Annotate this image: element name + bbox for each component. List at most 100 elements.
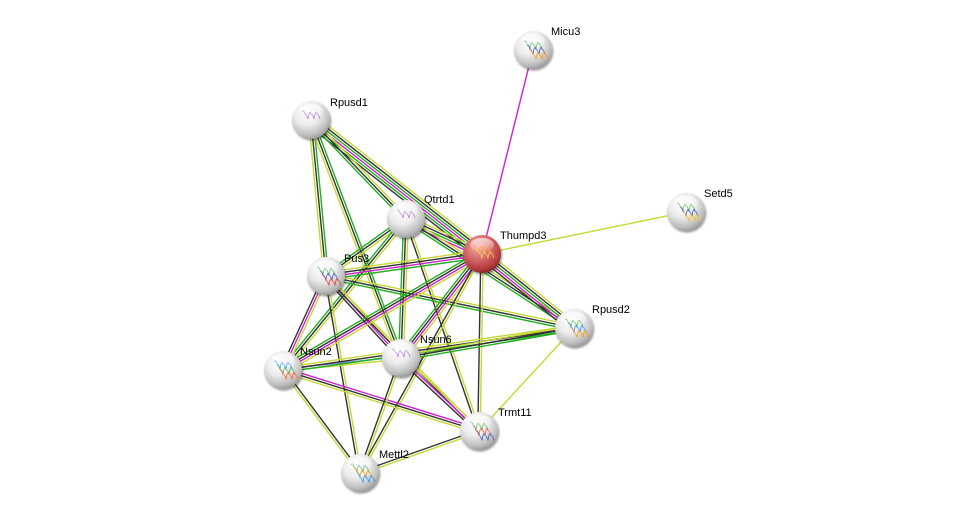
edge-evidence-database <box>312 118 404 358</box>
node-qtrtd1[interactable]: Qtrtd1 <box>387 194 455 238</box>
edge-evidence-textmining <box>406 216 576 327</box>
edge-evidence-coexpression <box>310 119 407 220</box>
edge-evidence-database <box>308 121 405 222</box>
edge-evidence-experiments <box>401 254 484 360</box>
edge-evidence-textmining <box>484 249 578 325</box>
edge-evidence-coexpression <box>282 327 575 371</box>
edge-qtrtd1-rpusd2[interactable] <box>404 216 576 331</box>
edge-thumpd3-nsun2[interactable] <box>280 250 485 374</box>
edge-evidence-textmining <box>312 117 409 218</box>
edge-thumpd3-mettl2[interactable] <box>358 253 484 474</box>
edge-evidence-coexpression <box>282 252 482 370</box>
edge-evidence-coexpression <box>282 369 480 432</box>
node-nsun2[interactable]: Nsun2 <box>264 346 332 389</box>
edge-evidence-coexpression <box>399 252 482 358</box>
edge-qtrtd1-nsun6[interactable] <box>397 218 410 359</box>
node-gloss <box>521 34 545 48</box>
edge-evidence-coexpression <box>312 116 485 252</box>
node-label: Micu3 <box>551 26 580 38</box>
edge-evidence-coexpression <box>358 357 401 473</box>
edge-rpusd2-trmt11[interactable] <box>478 327 575 432</box>
edge-evidence-database <box>280 250 481 368</box>
node-label: Nsun6 <box>420 334 452 346</box>
node-trmt11[interactable]: Trmt11 <box>460 407 532 450</box>
edge-evidence-textmining <box>284 220 409 372</box>
node-micu3[interactable]: Micu3 <box>514 26 580 69</box>
edge-pus3-thumpd3[interactable] <box>325 249 483 281</box>
edge-rpusd1-pus3[interactable] <box>307 119 330 277</box>
edge-evidence-database <box>397 251 480 357</box>
edge-evidence-textmining <box>478 327 575 432</box>
edge-evidence-experiments <box>480 255 573 331</box>
node-gloss <box>271 354 295 368</box>
node-gloss <box>674 196 698 210</box>
edge-evidence-textmining <box>282 371 479 434</box>
node-pus3[interactable]: Pus3 <box>307 253 369 295</box>
edge-evidence-textmining <box>403 255 486 361</box>
node-gloss <box>299 104 323 118</box>
edge-evidence-textmining <box>402 219 410 359</box>
edge-evidence-database <box>312 119 330 276</box>
node-label: Pus3 <box>344 253 369 265</box>
edge-evidence-experiments <box>309 120 482 256</box>
edge-qtrtd1-nsun2[interactable] <box>280 217 409 372</box>
edge-evidence-textmining <box>284 256 485 374</box>
edge-rpusd1-thumpd3[interactable] <box>306 114 487 260</box>
node-label: Setd5 <box>704 188 733 200</box>
edge-setd5-thumpd3[interactable] <box>481 211 687 255</box>
node-rpusd1[interactable]: Rpusd1 <box>292 97 368 139</box>
edge-evidence-coexpression <box>325 252 482 276</box>
edge-evidence-experiments <box>326 254 483 278</box>
node-thumpd3[interactable]: Thumpd3 <box>463 230 546 273</box>
node-label: Qtrtd1 <box>424 194 455 206</box>
edge-evidence-coexpression <box>324 276 360 474</box>
edge-evidence-textmining <box>360 358 403 474</box>
edge-evidence-textmining <box>307 120 325 277</box>
edge-evidence-experiments <box>283 254 483 372</box>
node-label: Mettl2 <box>379 449 409 461</box>
node-gloss <box>348 457 372 471</box>
edge-evidence-database <box>280 217 405 369</box>
edge-evidence-coexpression <box>306 124 479 260</box>
edge-pus3-mettl2[interactable] <box>324 275 362 474</box>
node-nsun6[interactable]: Nsun6 <box>382 334 452 377</box>
node-mettl2[interactable]: Mettl2 <box>341 449 409 492</box>
edge-evidence-database <box>397 218 405 358</box>
edge-thumpd3-rpusd2[interactable] <box>478 249 578 333</box>
edge-trmt11-mettl2[interactable] <box>359 429 480 475</box>
node-gloss <box>467 415 491 429</box>
edge-evidence-database <box>311 118 484 254</box>
edge-evidence-database <box>401 329 575 362</box>
edge-nsun6-rpusd2[interactable] <box>400 324 575 362</box>
edge-evidence-textmining <box>325 249 482 274</box>
edge-nsun2-mettl2[interactable] <box>281 368 362 475</box>
edge-evidence-database <box>326 256 483 281</box>
edge-evidence-coexpression <box>405 218 575 329</box>
edge-nsun2-trmt11[interactable] <box>282 367 480 434</box>
node-label: Nsun2 <box>300 346 332 358</box>
edge-thumpd3-nsun6[interactable] <box>397 251 486 361</box>
edge-evidence-textmining <box>400 324 574 357</box>
edge-evidence-coexpression <box>282 218 407 371</box>
edge-evidence-coexpression <box>400 218 407 359</box>
node-gloss <box>562 312 586 326</box>
edge-rpusd1-nsun6[interactable] <box>308 118 404 360</box>
edge-evidence-database <box>481 253 575 329</box>
edge-evidence-textmining <box>326 275 362 473</box>
edge-rpusd1-qtrtd1[interactable] <box>308 117 409 222</box>
edge-evidence-textmining <box>314 114 487 250</box>
node-setd5[interactable]: Setd5 <box>667 188 733 231</box>
node-rpusd2[interactable]: Rpusd2 <box>555 304 630 347</box>
edge-micu3-thumpd3[interactable] <box>481 49 534 255</box>
edge-evidence-textmining <box>479 254 484 432</box>
edge-evidence-database <box>308 122 481 258</box>
node-label: Rpusd1 <box>330 97 368 109</box>
edge-evidence-coexpression <box>400 327 575 359</box>
node-gloss <box>389 342 413 356</box>
edge-evidence-database <box>404 220 574 331</box>
edge-evidence-coexpression <box>483 251 576 327</box>
edge-evidence-experiments <box>283 367 480 430</box>
edge-nsun6-mettl2[interactable] <box>358 357 403 474</box>
edge-evidence-database <box>325 277 574 332</box>
